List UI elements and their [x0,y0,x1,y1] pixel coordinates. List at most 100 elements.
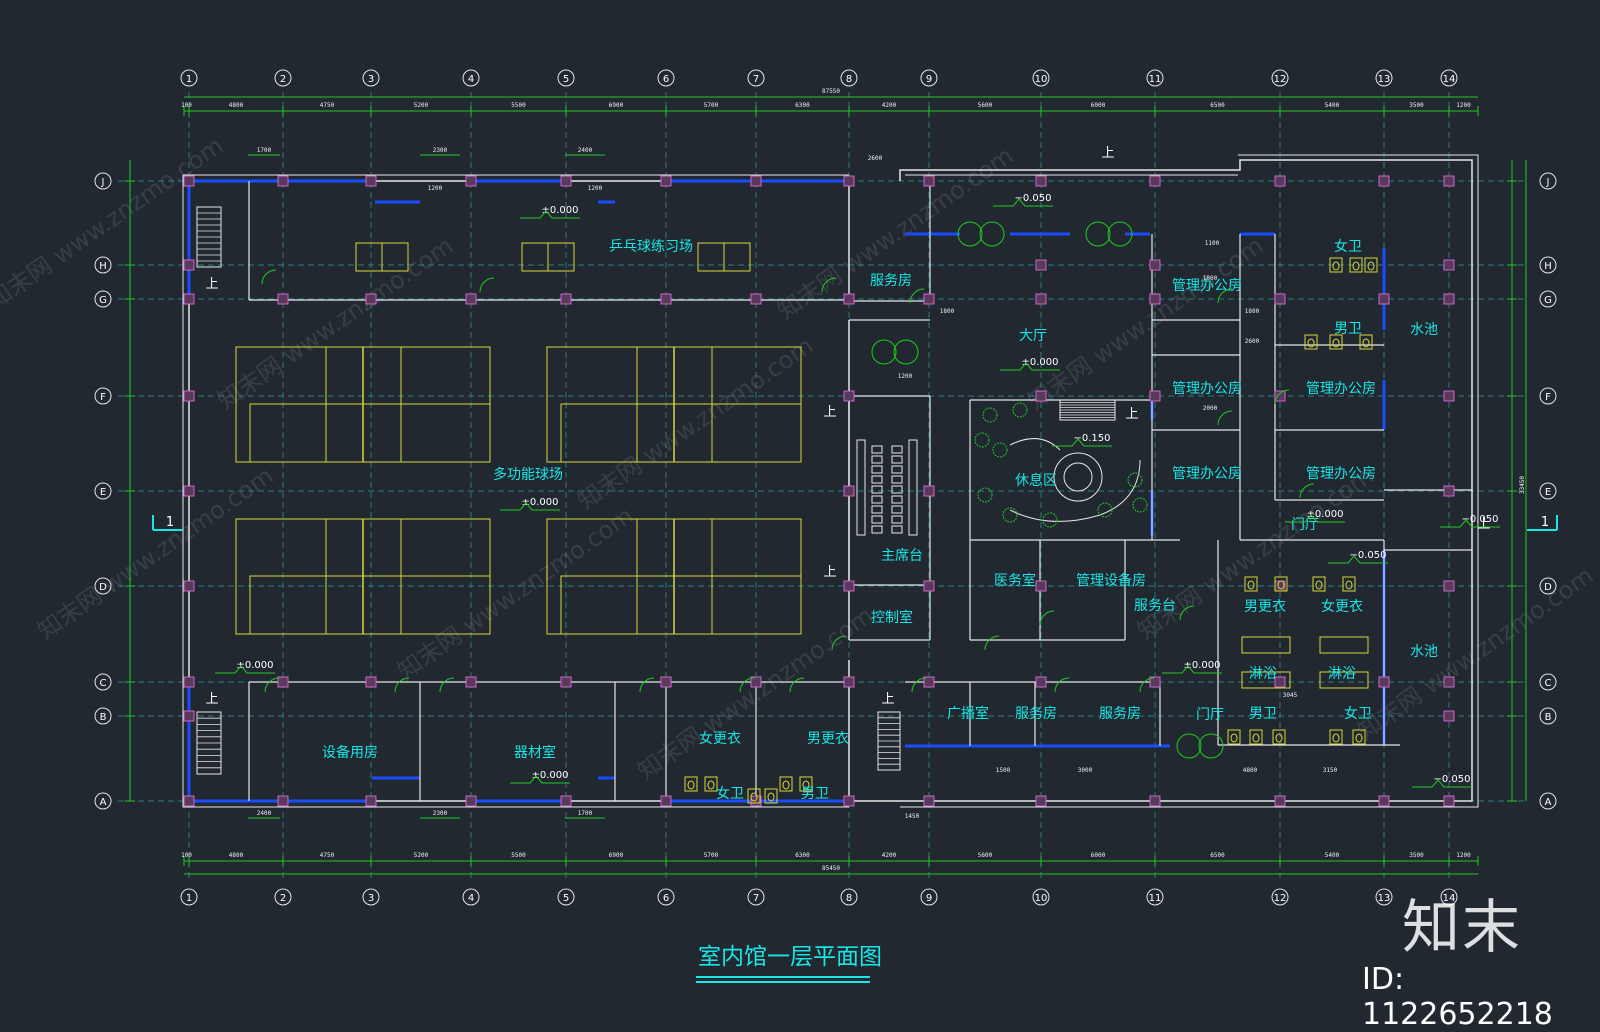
structural-column [843,485,855,497]
room-label-lounge: 休息区 [1015,472,1057,489]
room-label-male-wc: 男卫 [801,786,829,802]
toilet-stall [1342,576,1356,592]
dimension-text: 4750 [320,852,335,859]
watermark-text: 知末网 www.znzmo.com [572,331,818,515]
structural-column [1443,485,1455,497]
dimension-text: 6900 [609,102,624,109]
watermark-text: 知末网 www.znzmo.com [0,131,228,315]
stair-up-marker: 上 [1477,517,1490,532]
podium-seat [871,485,883,494]
axis-bubble [274,69,292,87]
structural-column [843,676,855,688]
room-label-office: 管理办公房 [1172,381,1242,397]
dimension-text: 4800 [229,102,244,109]
dimension-text: 6300 [795,852,810,859]
revolving-door [893,339,919,365]
level-marker-symbol [1412,779,1472,788]
axis-label: B [1545,712,1552,723]
podium-seat [891,485,903,494]
structural-column [183,293,195,305]
room-label-female-wc: 女卫 [1344,705,1372,722]
stair-up-marker: 上 [1101,146,1114,161]
stair-up-marker: 上 [205,277,218,292]
room-label-equipment-management: 管理设备房 [1076,572,1146,589]
toilet-fixture [1355,733,1363,743]
structural-column [923,676,935,688]
structural-column [183,485,195,497]
door-swing [831,635,847,651]
axis-bubble [274,888,292,906]
toilet-fixture [802,780,810,790]
toilet-fixture [782,780,790,790]
section-mark-label: 1 [1541,515,1549,530]
door-swing [789,677,805,693]
podium-seat [871,505,883,514]
dimension-text: 6000 [1091,102,1106,109]
room-label-entrance: 门厅 [1196,707,1224,723]
exterior-wall [188,159,1473,802]
podium-seat [871,525,883,534]
level-marker-text: ±0.000 [1183,660,1220,671]
axis-label: 4 [468,74,474,85]
axis-label: 10 [1035,893,1048,904]
dimension-text: 1800 [1245,308,1260,315]
door-swing [984,635,1000,651]
watermark-text: 知末网 www.znzmo.com [1132,461,1378,645]
toilet-stall [1312,576,1326,592]
room-label-male-wc: 男卫 [1334,321,1362,337]
dimension-text: 100 [181,102,192,109]
podium-seat [891,515,903,524]
structural-column [277,175,289,187]
dimension-text: 1200 [588,185,603,192]
structural-column [183,580,195,592]
axis-bubble [840,888,858,906]
dimension-text: 2300 [433,810,448,817]
axis-bubble [1271,888,1289,906]
level-marker-text: −0.050 [1433,774,1470,785]
door-swing [394,677,410,693]
structural-column [1443,676,1455,688]
axis-bubble [557,888,575,906]
podium-seat [871,475,883,484]
axis-label: 13 [1378,74,1391,85]
door-swing [639,677,655,693]
structural-column [1443,175,1455,187]
structural-column [183,390,195,402]
dimension-text: 1200 [898,373,913,380]
axis-bubble [1440,888,1458,906]
level-marker-symbol [510,775,570,784]
title-underline-double [696,981,870,983]
structural-column [1378,175,1390,187]
court-service-box [249,403,491,463]
toilet-fixture [1277,580,1285,590]
stair-up-marker: 上 [881,692,894,707]
axis-label: 8 [846,893,852,904]
axis-bubble [94,707,112,725]
axis-bubble [462,69,480,87]
room-label-hall: 大厅 [1019,328,1047,344]
podium-seat [891,465,903,474]
podium-desk [856,439,866,536]
axis-bubble [747,888,765,906]
toilet-fixture [767,792,775,802]
axis-bubble [94,577,112,595]
dimension-text: 4200 [882,852,897,859]
axis-bubble [1375,69,1393,87]
podium-seat [891,455,903,464]
garden-shrub [1132,497,1148,513]
door-swing [1139,677,1155,693]
podium-desk [908,439,918,536]
axis-bubble [362,888,380,906]
dimension-text: 1800 [1203,275,1218,282]
door-swing [909,288,925,304]
dimension-text: 4800 [1243,767,1258,774]
structural-column [660,795,672,807]
structural-column [277,676,289,688]
axis-bubble [1539,707,1557,725]
axis-label: B [100,712,107,723]
door-swing [439,677,455,693]
dimension-text: 2000 [1203,405,1218,412]
room-label-male-changing: 男更衣 [1244,599,1286,615]
axis-bubble [180,888,198,906]
axis-bubble [94,387,112,405]
